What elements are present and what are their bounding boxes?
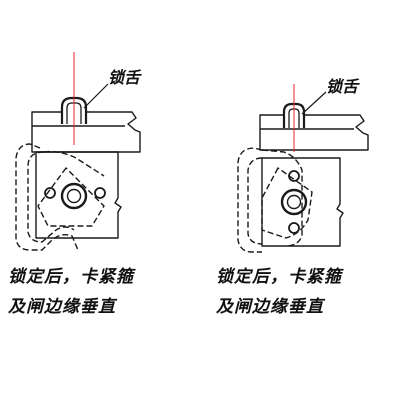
right-caption-line-1: 锁定后，卡紧箍 — [216, 267, 342, 287]
center-hole-outer — [280, 188, 308, 216]
center-hole-inner — [286, 194, 302, 210]
clamp-hoop-dashed — [237, 147, 263, 253]
left-caption-line-1: 锁定后，卡紧箍 — [8, 267, 134, 287]
clamp-hoop-arc-dashed — [43, 150, 105, 177]
right-callout-label: 锁舌 — [326, 77, 360, 96]
side-hole-right — [94, 187, 106, 199]
clamp-hoop-inner-dashed — [27, 151, 75, 243]
center-hole-outer — [60, 182, 88, 210]
left-callout-label: 锁舌 — [108, 68, 142, 87]
clamp-hoop-inner-dashed — [247, 157, 263, 245]
side-hole-left — [44, 187, 56, 199]
right-diagram — [237, 91, 369, 253]
left-caption-line-2: 及闸边缘垂直 — [8, 297, 116, 317]
left-diagram — [15, 83, 141, 251]
clamp-plate — [35, 151, 122, 239]
clamp-hoop-dashed — [15, 143, 79, 251]
clamp-plate — [261, 157, 344, 247]
side-hole-bottom — [288, 222, 300, 234]
callout-leader — [301, 91, 327, 115]
hoop-band-dashed — [261, 149, 303, 247]
callout-leader — [83, 83, 109, 109]
side-hole-top — [288, 170, 300, 182]
triangle-dashed — [37, 167, 105, 227]
upper-rail — [259, 114, 369, 151]
right-caption: 锁定后，卡紧箍 及闸边缘垂直 — [216, 262, 342, 322]
left-caption: 锁定后，卡紧箍 及闸边缘垂直 — [8, 262, 134, 322]
right-caption-line-2: 及闸边缘垂直 — [216, 297, 324, 317]
center-hole-inner — [66, 188, 82, 204]
